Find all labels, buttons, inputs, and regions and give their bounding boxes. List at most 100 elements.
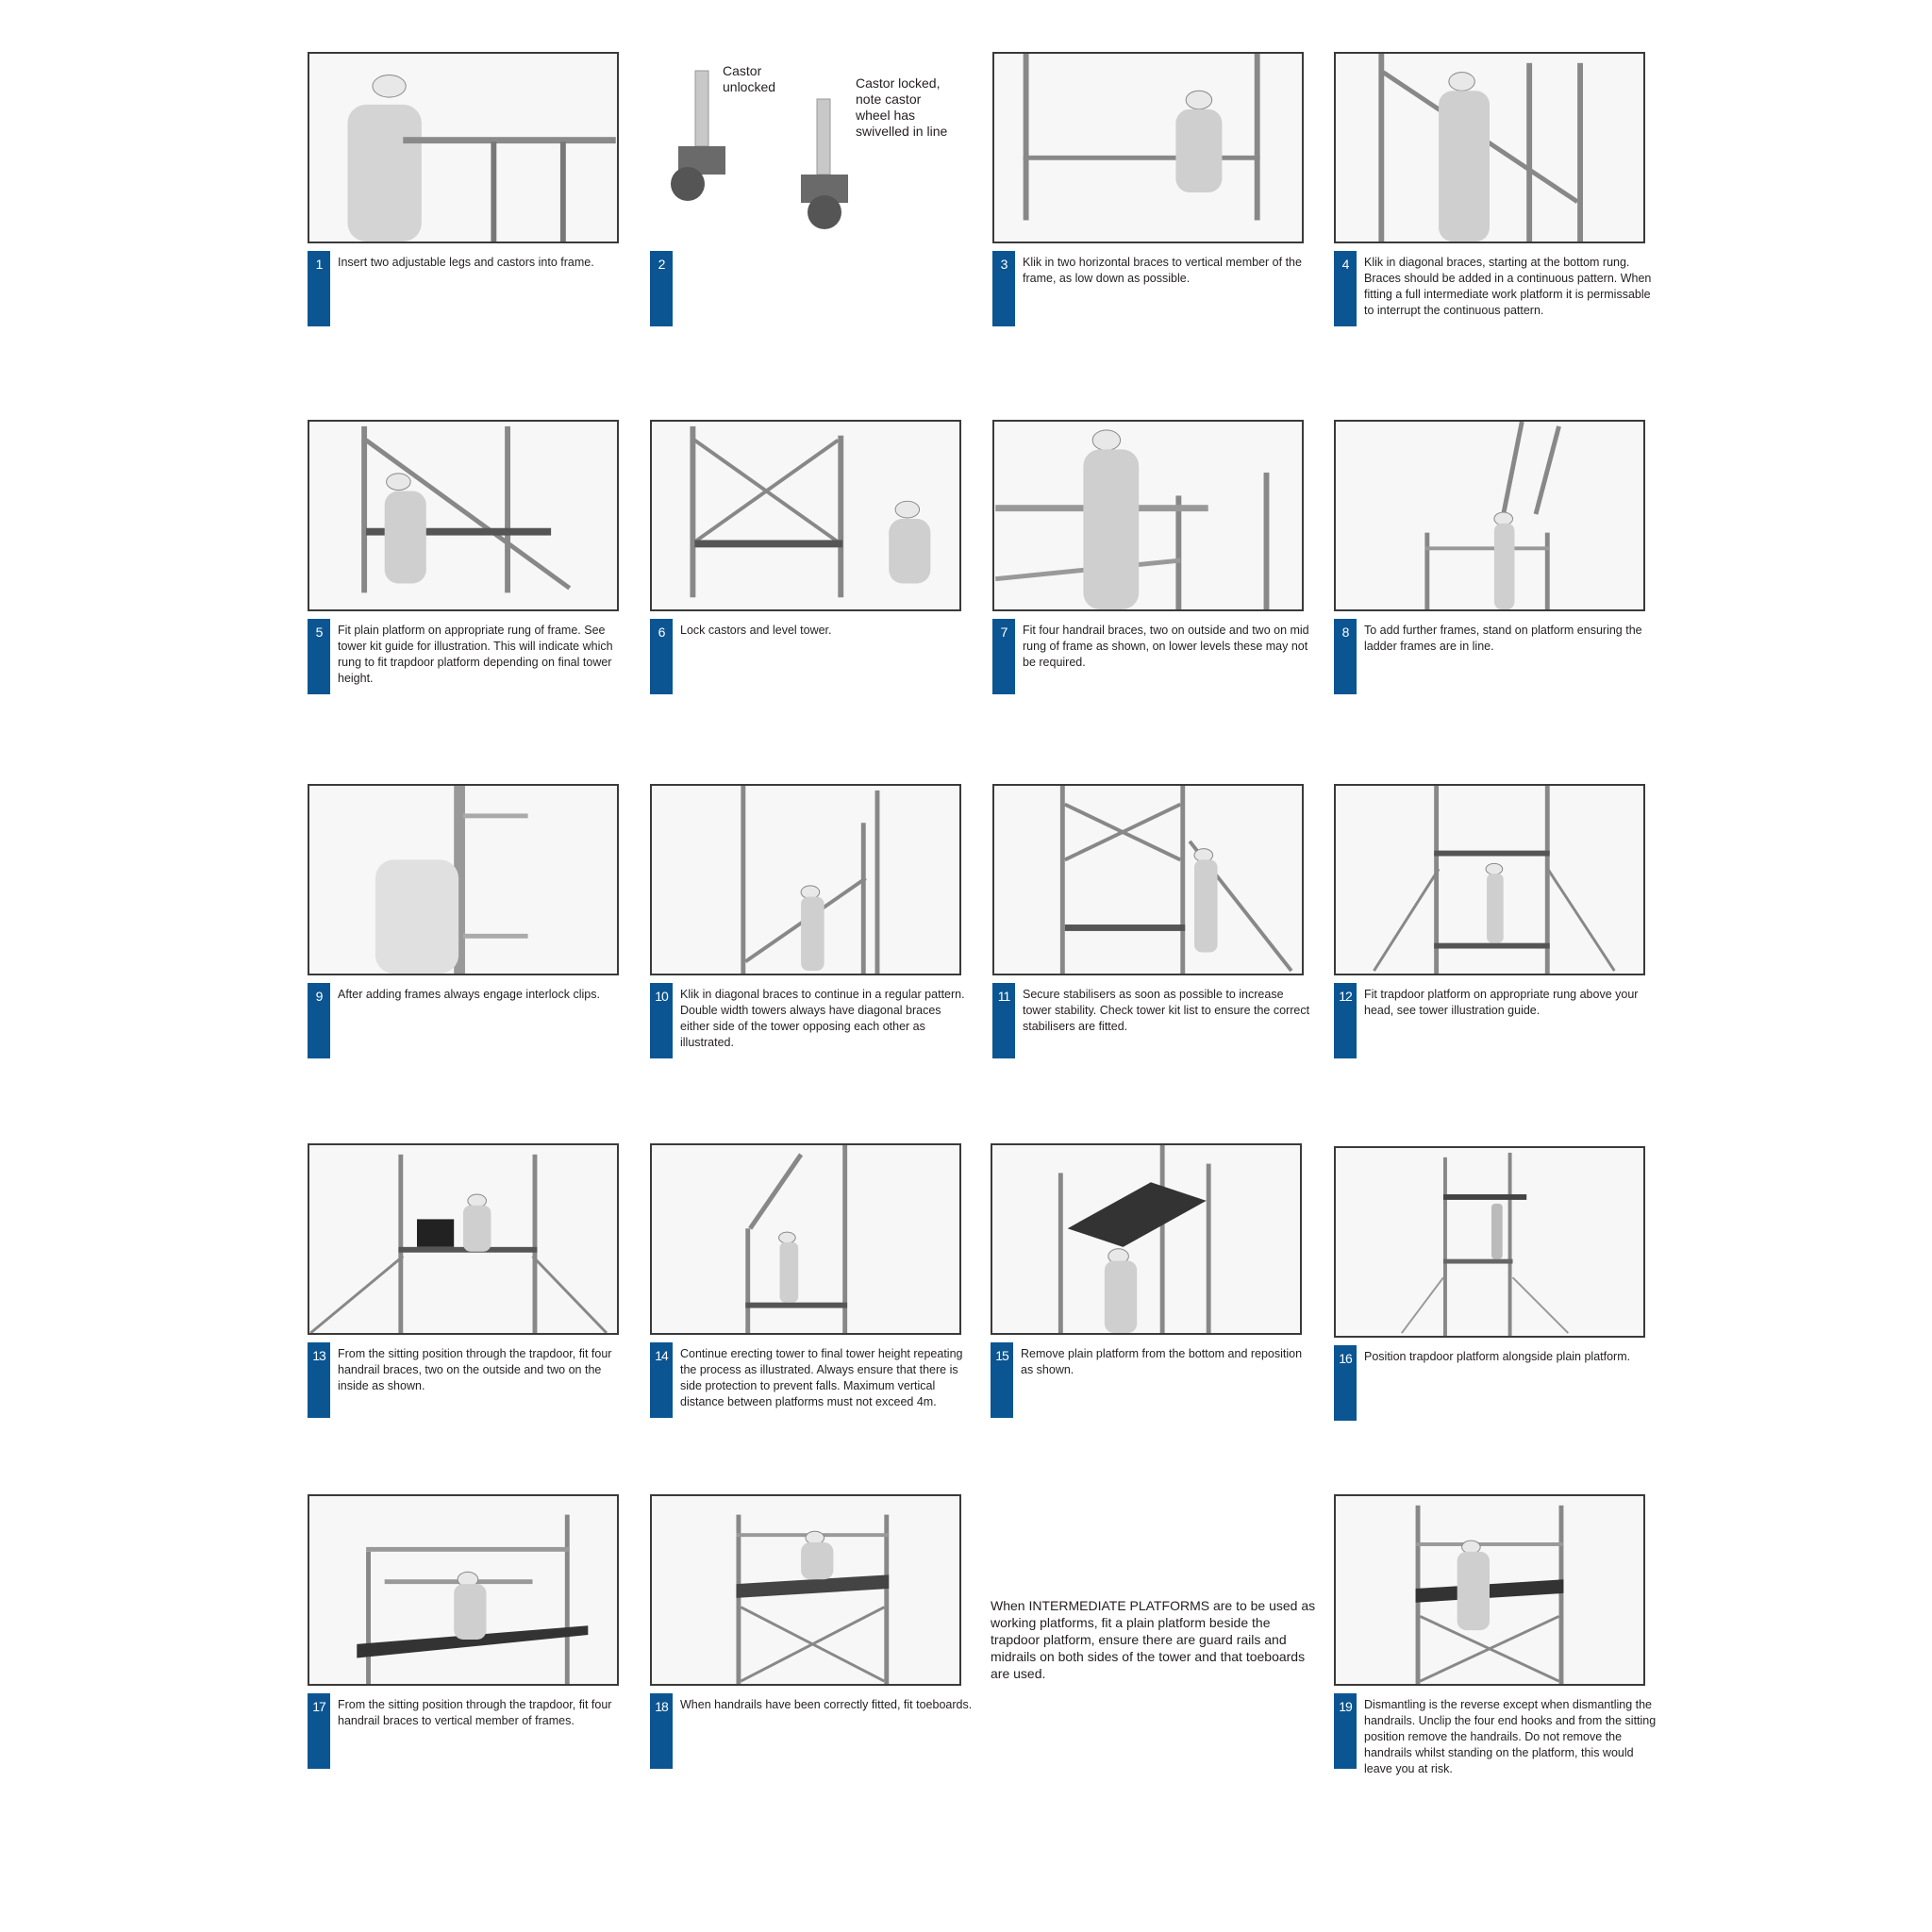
step-instruction: Dismantling is the reverse except when d… (1364, 1698, 1657, 1775)
frame-illustration-icon (347, 75, 616, 242)
step-11: 11 Secure stabilisers as soon as possibl… (992, 784, 1313, 1058)
step-number-badge: 8 (1334, 619, 1357, 694)
worker-positioning-trapdoor-photo (1334, 1146, 1645, 1338)
step-number-badge: 10 (650, 983, 673, 1058)
step-13: 13 From the sitting position through the… (308, 1143, 628, 1418)
step-instruction: Klik in diagonal braces to continue in a… (680, 988, 965, 1049)
frame-illustration-icon (736, 1514, 890, 1684)
step-instruction: When handrails have been correctly fitte… (680, 1698, 973, 1711)
step-number-badge: 2 (650, 251, 673, 326)
step-1: 1 Insert two adjustable legs and castors… (308, 52, 628, 326)
step-17: 17 From the sitting position through the… (308, 1494, 628, 1769)
step-number-badge: 11 (992, 983, 1015, 1058)
frame-illustration-icon (1401, 1152, 1570, 1336)
castor-lock-photo: Castor unlocked Castor locked, note cast… (650, 52, 961, 243)
step-number-badge: 16 (1334, 1345, 1357, 1421)
step-caption: 5 Fit plain platform on appropriate rung… (308, 619, 628, 694)
step-16: 16 Position trapdoor platform alongside … (1334, 1146, 1655, 1421)
worker-inserting-legs-photo (308, 52, 619, 243)
step-caption: 7 Fit four handrail braces, two on outsi… (992, 619, 1313, 694)
step-caption: 12 Fit trapdoor platform on appropriate … (1334, 983, 1655, 1058)
step-number-badge: 18 (650, 1693, 673, 1769)
frame-illustration-icon (361, 425, 572, 593)
frame-illustration-icon (690, 425, 931, 598)
step-caption: 4 Klik in diagonal braces, starting at t… (1334, 251, 1655, 326)
step-caption: 13 From the sitting position through the… (308, 1342, 628, 1418)
frame-illustration-icon (1378, 54, 1584, 242)
step-instruction: After adding frames always engage interl… (338, 988, 600, 1001)
step-caption: 1 Insert two adjustable legs and castors… (308, 251, 628, 326)
step-14: 14 Continue erecting tower to final towe… (650, 1143, 971, 1418)
worker-securing-stabilisers-photo (992, 784, 1304, 975)
step-number-badge: 5 (308, 619, 330, 694)
step-instruction: Fit four handrail braces, two on outside… (1023, 624, 1309, 669)
step-9: 9 After adding frames always engage inte… (308, 784, 628, 1058)
worker-fitting-plain-platform-photo (308, 420, 619, 611)
step-instruction: Remove plain platform from the bottom an… (1021, 1347, 1303, 1376)
step-caption: 16 Position trapdoor platform alongside … (1334, 1345, 1655, 1421)
step-15: 15 Remove plain platform from the bottom… (991, 1143, 1311, 1418)
step-instruction: From the sitting position through the tr… (338, 1347, 612, 1392)
worker-fitting-diagonal-braces-photo (1334, 52, 1645, 243)
step-18: 18 When handrails have been correctly fi… (650, 1494, 973, 1769)
step-12: 12 Fit trapdoor platform on appropriate … (1334, 784, 1655, 1058)
worker-fitting-top-handrails-photo (308, 1494, 619, 1686)
step-caption: 10 Klik in diagonal braces to continue i… (650, 983, 971, 1058)
frame-illustration-icon (309, 1154, 608, 1333)
worker-fitting-handrail-braces-photo (992, 420, 1304, 611)
step-instruction: To add further frames, stand on platform… (1364, 624, 1642, 653)
step-instruction: Lock castors and level tower. (680, 624, 832, 637)
frame-illustration-icon (995, 429, 1270, 609)
worker-fitting-trapdoor-platform-photo (1334, 784, 1645, 975)
castor-unlocked-callout: Castor unlocked (723, 63, 776, 94)
step-number-badge: 17 (308, 1693, 330, 1769)
step-caption: 6 Lock castors and level tower. (650, 619, 971, 694)
step-10: 10 Klik in diagonal braces to continue i… (650, 784, 971, 1058)
worker-repositioning-platform-photo (991, 1143, 1302, 1335)
step-4: 4 Klik in diagonal braces, starting at t… (1334, 52, 1655, 326)
step-caption: 11 Secure stabilisers as soon as possibl… (992, 983, 1313, 1058)
step-number-badge: 15 (991, 1342, 1013, 1418)
worker-adding-frames-photo (1334, 420, 1645, 611)
interlock-clips-photo (308, 784, 619, 975)
frame-illustration-icon (1059, 786, 1293, 974)
step-instruction: From the sitting position through the tr… (338, 1698, 612, 1727)
step-2: Castor unlocked Castor locked, note cast… (650, 52, 971, 326)
castor-locked-callout: Castor locked, note castor wheel has swi… (856, 75, 948, 139)
step-caption: 17 From the sitting position through the… (308, 1693, 628, 1769)
step-7: 7 Fit four handrail braces, two on outsi… (992, 420, 1313, 694)
step-instruction: Fit trapdoor platform on appropriate run… (1364, 988, 1639, 1017)
frame-illustration-icon (1373, 786, 1616, 974)
frame-illustration-icon (1424, 422, 1561, 609)
worker-locking-castors-photo (650, 420, 961, 611)
step-caption: 8 To add further frames, stand on platfo… (1334, 619, 1655, 694)
step-number-badge: 7 (992, 619, 1015, 694)
intermediate-platforms-note: When INTERMEDIATE PLATFORMS are to be us… (991, 1598, 1316, 1681)
step-instruction: Insert two adjustable legs and castors i… (338, 256, 594, 269)
worker-fitting-horizontal-braces-photo (992, 52, 1304, 243)
frame-illustration-icon (741, 786, 880, 974)
step-caption: 15 Remove plain platform from the bottom… (991, 1342, 1311, 1418)
frame-illustration-icon (1058, 1145, 1211, 1333)
step-6: 6 Lock castors and level tower. (650, 420, 971, 694)
step-19: 19 Dismantling is the reverse except whe… (1334, 1494, 1656, 1775)
step-number-badge: 14 (650, 1342, 673, 1418)
worker-sitting-trapdoor-photo (308, 1143, 619, 1335)
step-number-badge: 19 (1334, 1693, 1357, 1769)
worker-continuing-erection-photo (650, 1143, 961, 1335)
step-number-badge: 12 (1334, 983, 1357, 1058)
step-caption: 18 When handrails have been correctly fi… (650, 1693, 973, 1769)
step-instruction: Klik in two horizontal braces to vertica… (1023, 256, 1302, 285)
step-caption: 9 After adding frames always engage inte… (308, 983, 628, 1058)
step-caption: 19 Dismantling is the reverse except whe… (1334, 1693, 1656, 1775)
worker-diagonal-braces-upper-photo (650, 784, 961, 975)
frame-illustration-icon (357, 1514, 589, 1684)
step-instruction: Klik in diagonal braces, starting at the… (1364, 256, 1652, 317)
frame-illustration-icon (1415, 1505, 1564, 1684)
step-number-badge: 4 (1334, 251, 1357, 326)
step-number-badge: 3 (992, 251, 1015, 326)
step-8: 8 To add further frames, stand on platfo… (1334, 420, 1655, 694)
step-5: 5 Fit plain platform on appropriate rung… (308, 420, 628, 694)
worker-fitting-toeboards-photo (650, 1494, 961, 1686)
step-caption: 2 (650, 251, 971, 326)
